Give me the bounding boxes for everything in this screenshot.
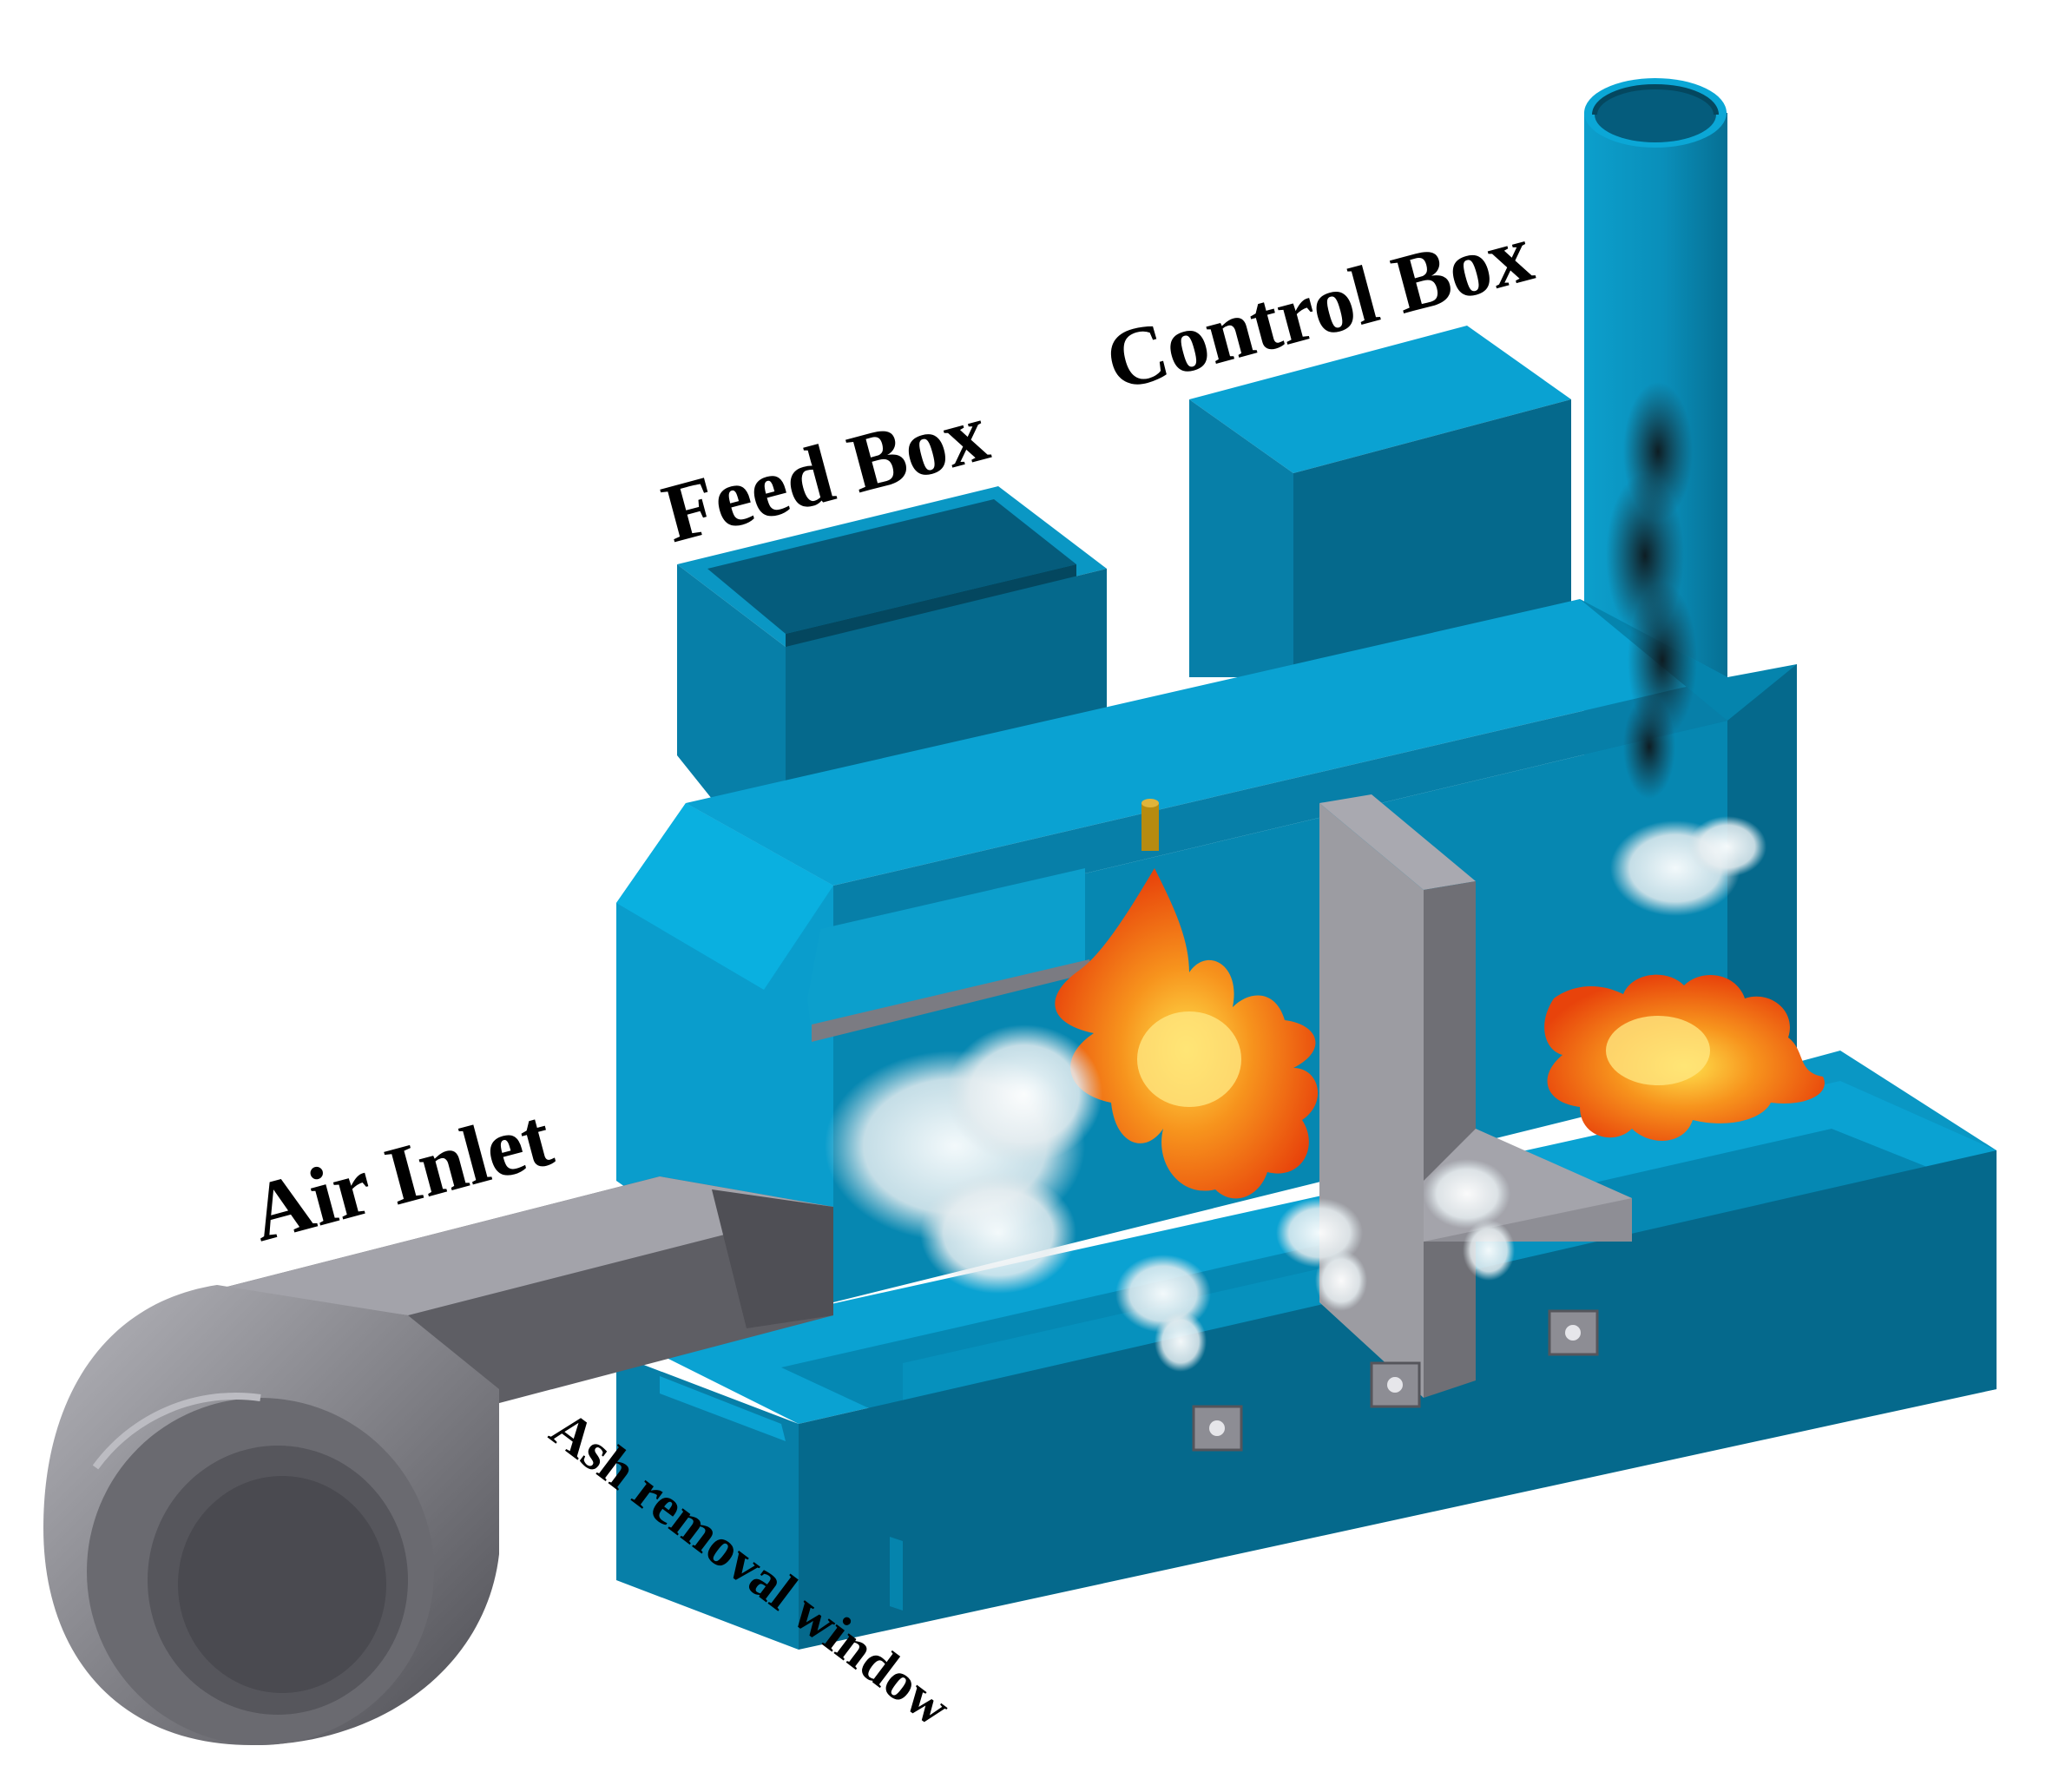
air-port xyxy=(1192,1405,1243,1452)
smoke-upper-right xyxy=(1610,816,1766,916)
ignitor-nozzle xyxy=(1141,799,1159,851)
control-box xyxy=(1189,326,1571,677)
flame-secondary xyxy=(1544,974,1825,1141)
smoke-puff xyxy=(1115,1255,1211,1372)
feed-box xyxy=(677,486,1107,825)
smoke-inlet xyxy=(825,1024,1102,1294)
smoke-dark xyxy=(1606,382,1697,799)
smoke-puff xyxy=(1276,1198,1367,1311)
smoke-puff xyxy=(1424,1159,1515,1281)
air-blower xyxy=(43,1176,833,1745)
air-port xyxy=(1370,1361,1421,1408)
flame-primary xyxy=(1055,868,1319,1199)
air-port xyxy=(1548,1309,1599,1356)
